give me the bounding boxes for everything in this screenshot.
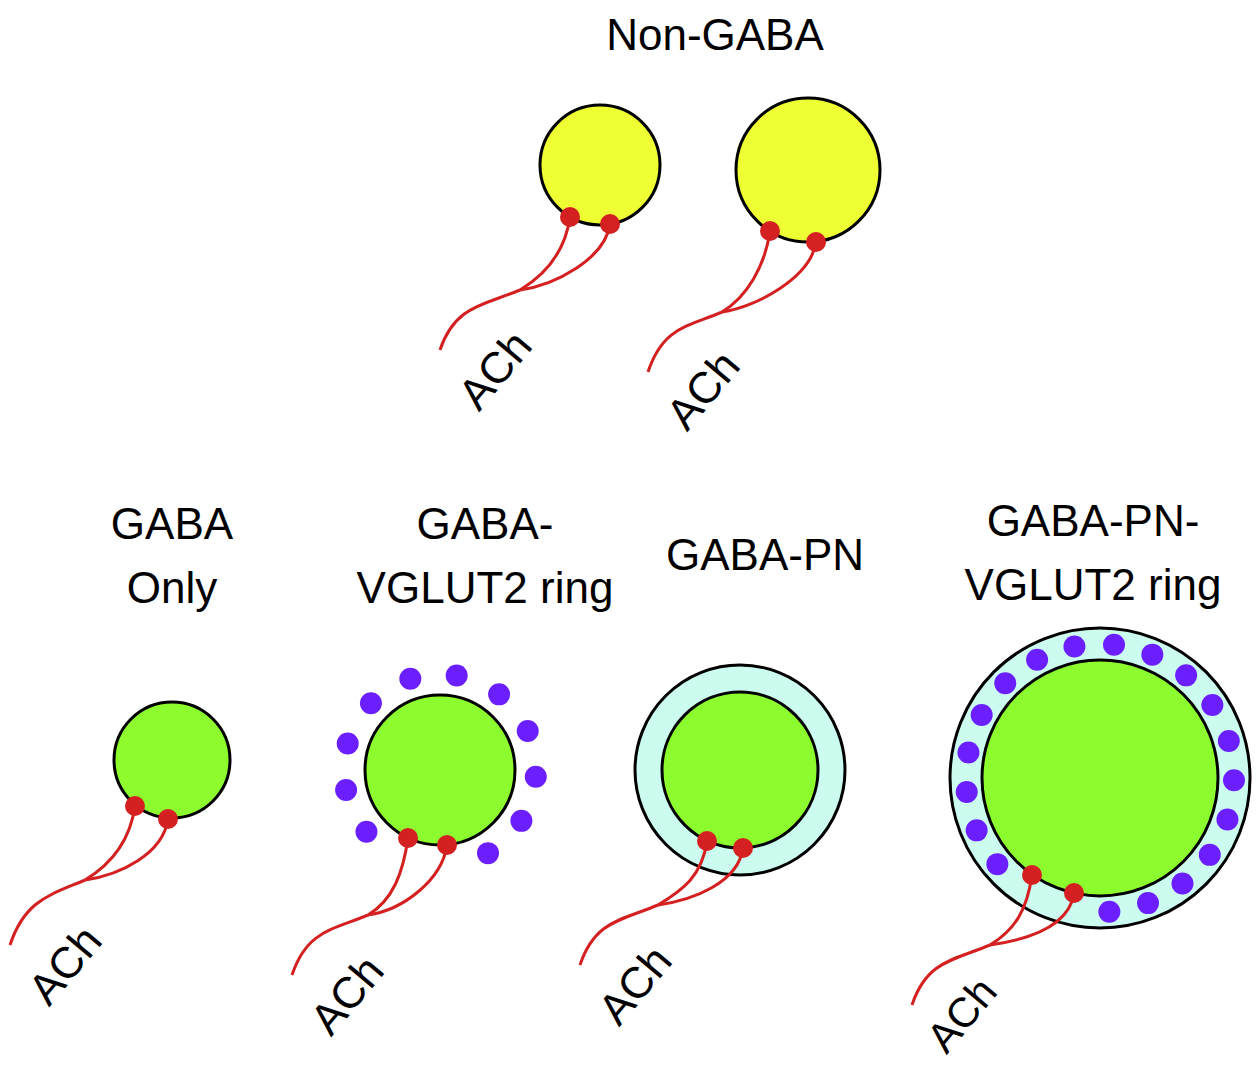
cell-heading: GABA- VGLUT2 ring bbox=[349, 492, 621, 620]
axon-label: ACh bbox=[303, 948, 392, 1042]
vglut2-terminal bbox=[956, 781, 978, 803]
gaba-cell bbox=[662, 692, 818, 848]
vglut2-terminal bbox=[1098, 901, 1120, 923]
vglut2-terminal bbox=[1223, 769, 1245, 791]
vglut2-terminal bbox=[1026, 649, 1048, 671]
cell-node: GABA-PN bbox=[625, 523, 905, 883]
vglut2-terminal bbox=[966, 819, 988, 841]
cell-heading: GABA-PN bbox=[629, 523, 901, 587]
vglut2-terminal bbox=[399, 668, 421, 690]
cell-heading: GABA-PN- VGLUT2 ring bbox=[943, 489, 1243, 617]
vglut2-terminal bbox=[1216, 808, 1238, 830]
cell-outline bbox=[945, 489, 1257, 939]
vglut2-terminal bbox=[994, 672, 1016, 694]
vglut2-terminal bbox=[957, 741, 979, 763]
axon-label: ACh bbox=[451, 323, 540, 417]
vglut2-terminal bbox=[335, 779, 357, 801]
cell-node: GABA Only bbox=[40, 492, 304, 862]
ach-axon bbox=[10, 217, 1074, 1005]
vglut2-terminal bbox=[1175, 664, 1197, 686]
vglut2-terminal bbox=[1103, 634, 1125, 656]
cell-node: GABA-PN- VGLUT2 ring bbox=[945, 489, 1257, 939]
synapse-bouton bbox=[125, 207, 1084, 903]
vglut2-terminal bbox=[1201, 694, 1223, 716]
vglut2-terminal bbox=[971, 704, 993, 726]
vglut2-terminal bbox=[360, 692, 382, 714]
gaba-cell bbox=[982, 660, 1218, 896]
axon-label: ACh bbox=[920, 970, 1005, 1060]
vglut2-terminal bbox=[337, 733, 359, 755]
perineuronal-net bbox=[635, 665, 845, 875]
cell-heading: GABA Only bbox=[97, 492, 247, 620]
axon-label: ACh bbox=[591, 938, 680, 1032]
vglut2-terminal bbox=[1063, 635, 1085, 657]
non-gaba-cell bbox=[540, 98, 880, 242]
gaba-cell bbox=[365, 695, 515, 845]
cell-outline bbox=[300, 492, 640, 882]
vglut2-terminal bbox=[1171, 873, 1193, 895]
vglut2-terminal bbox=[1199, 844, 1221, 866]
vglut2-terminal bbox=[1137, 892, 1159, 914]
axon-label: ACh bbox=[659, 343, 748, 437]
vglut2-ring bbox=[335, 664, 547, 864]
vglut2-terminal bbox=[488, 683, 510, 705]
vglut2-terminal bbox=[510, 810, 532, 832]
cell-node: GABA- VGLUT2 ring bbox=[300, 492, 640, 882]
vglut2-terminal bbox=[517, 720, 539, 742]
vglut2-terminal bbox=[525, 766, 547, 788]
vglut2-terminal bbox=[477, 842, 499, 864]
group-heading: Non-GABA bbox=[606, 13, 824, 57]
vglut2-terminal bbox=[986, 853, 1008, 875]
perineuronal-net bbox=[950, 628, 1250, 928]
vglut2-terminal bbox=[1218, 730, 1240, 752]
gaba-cell bbox=[114, 702, 230, 818]
vglut2-terminal bbox=[1141, 644, 1163, 666]
vglut2-terminal bbox=[355, 821, 377, 843]
axon-label: ACh bbox=[21, 918, 110, 1012]
vglut2-terminal bbox=[446, 664, 468, 686]
vglut2-ring bbox=[956, 634, 1245, 923]
